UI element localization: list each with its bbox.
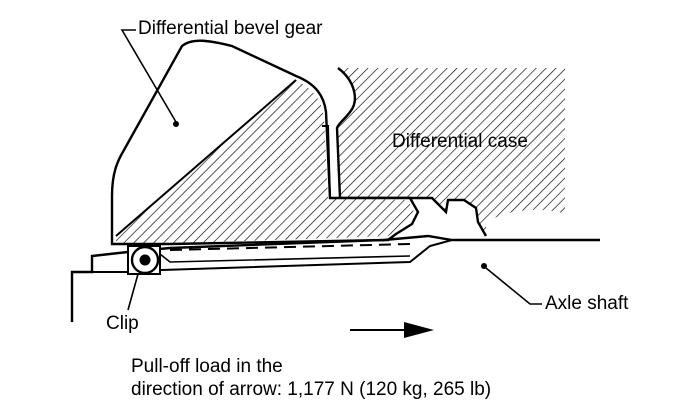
spline-dashed-line	[169, 243, 411, 251]
leader-bevel-gear	[120, 29, 177, 123]
pull-off-load-caption-line2: direction of arrow: 1,177 N (120 kg, 265…	[131, 379, 492, 400]
axle-shaft-lower-edge	[92, 239, 453, 273]
pull-off-load-caption-line1: Pull-off load in the	[131, 356, 283, 377]
differential-case-outline	[335, 67, 488, 237]
differential-case-body	[328, 68, 565, 236]
clip-ring-center	[139, 254, 151, 266]
leader-axle-shaft-dot	[481, 263, 487, 269]
spline-groove	[159, 253, 411, 263]
label-axle-shaft: Axle shaft	[545, 293, 629, 314]
gear-web-inner-wall	[322, 125, 331, 199]
leader-clip	[127, 273, 139, 311]
gear-web-edge	[115, 79, 297, 237]
leader-bevel-gear-dot	[173, 121, 179, 127]
label-clip: Clip	[106, 313, 139, 334]
label-differential-bevel-gear: Differential bevel gear	[138, 18, 323, 39]
label-differential-case: Differential case	[392, 131, 528, 152]
pull-direction-arrowhead	[404, 322, 434, 338]
leader-axle-shaft	[485, 267, 542, 305]
bevel-gear-hatched-web	[116, 80, 414, 244]
